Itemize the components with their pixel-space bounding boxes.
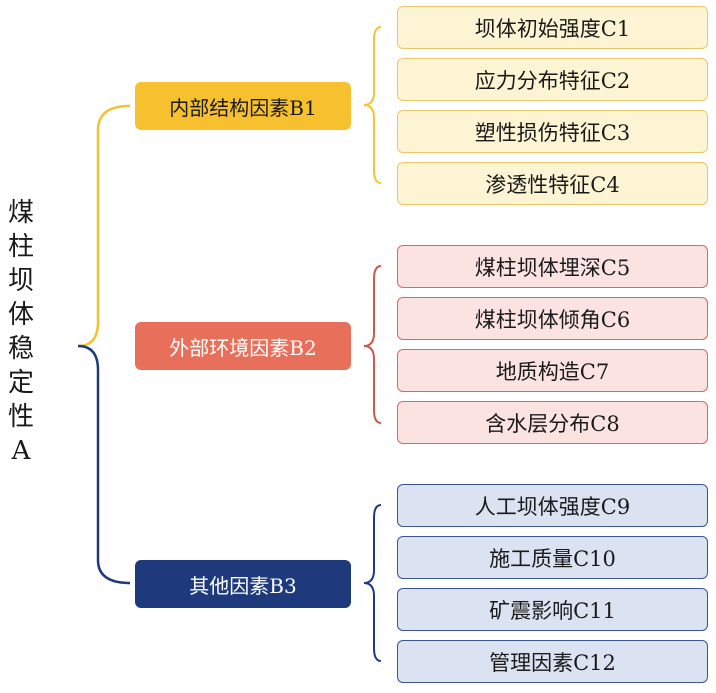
node-b2: 外部环境因素B2 — [135, 322, 351, 370]
b1-brace — [363, 26, 382, 184]
root-char: A — [11, 436, 31, 466]
node-b3: 其他因素B3 — [135, 560, 351, 608]
root-char: 性 — [7, 402, 34, 432]
root-brace-top — [77, 104, 131, 348]
node-c12: 管理因素C12 — [397, 640, 708, 683]
root-char: 柱 — [7, 232, 34, 262]
node-c9: 人工坝体强度C9 — [397, 484, 708, 527]
root-char: 煤 — [7, 198, 34, 228]
node-c1: 坝体初始强度C1 — [397, 6, 708, 49]
root-char: 坝 — [7, 266, 34, 296]
root-node-label: 煤 柱 坝 体 稳 定 性 A — [4, 196, 38, 468]
node-c4: 渗透性特征C4 — [397, 162, 708, 205]
node-c6: 煤柱坝体倾角C6 — [397, 297, 708, 340]
node-c2: 应力分布特征C2 — [397, 58, 708, 101]
node-c5: 煤柱坝体埋深C5 — [397, 245, 708, 288]
root-char: 稳 — [7, 334, 34, 364]
node-c7: 地质构造C7 — [397, 349, 708, 392]
b2-brace — [363, 265, 382, 424]
node-c3: 塑性损伤特征C3 — [397, 110, 708, 153]
node-c8: 含水层分布C8 — [397, 401, 708, 444]
root-brace-bottom — [77, 344, 131, 585]
node-c11: 矿震影响C11 — [397, 588, 708, 631]
root-char: 体 — [7, 300, 34, 330]
node-b1: 内部结构因素B1 — [135, 82, 351, 130]
b3-brace — [363, 504, 382, 662]
node-c10: 施工质量C10 — [397, 536, 708, 579]
root-char: 定 — [7, 368, 34, 398]
